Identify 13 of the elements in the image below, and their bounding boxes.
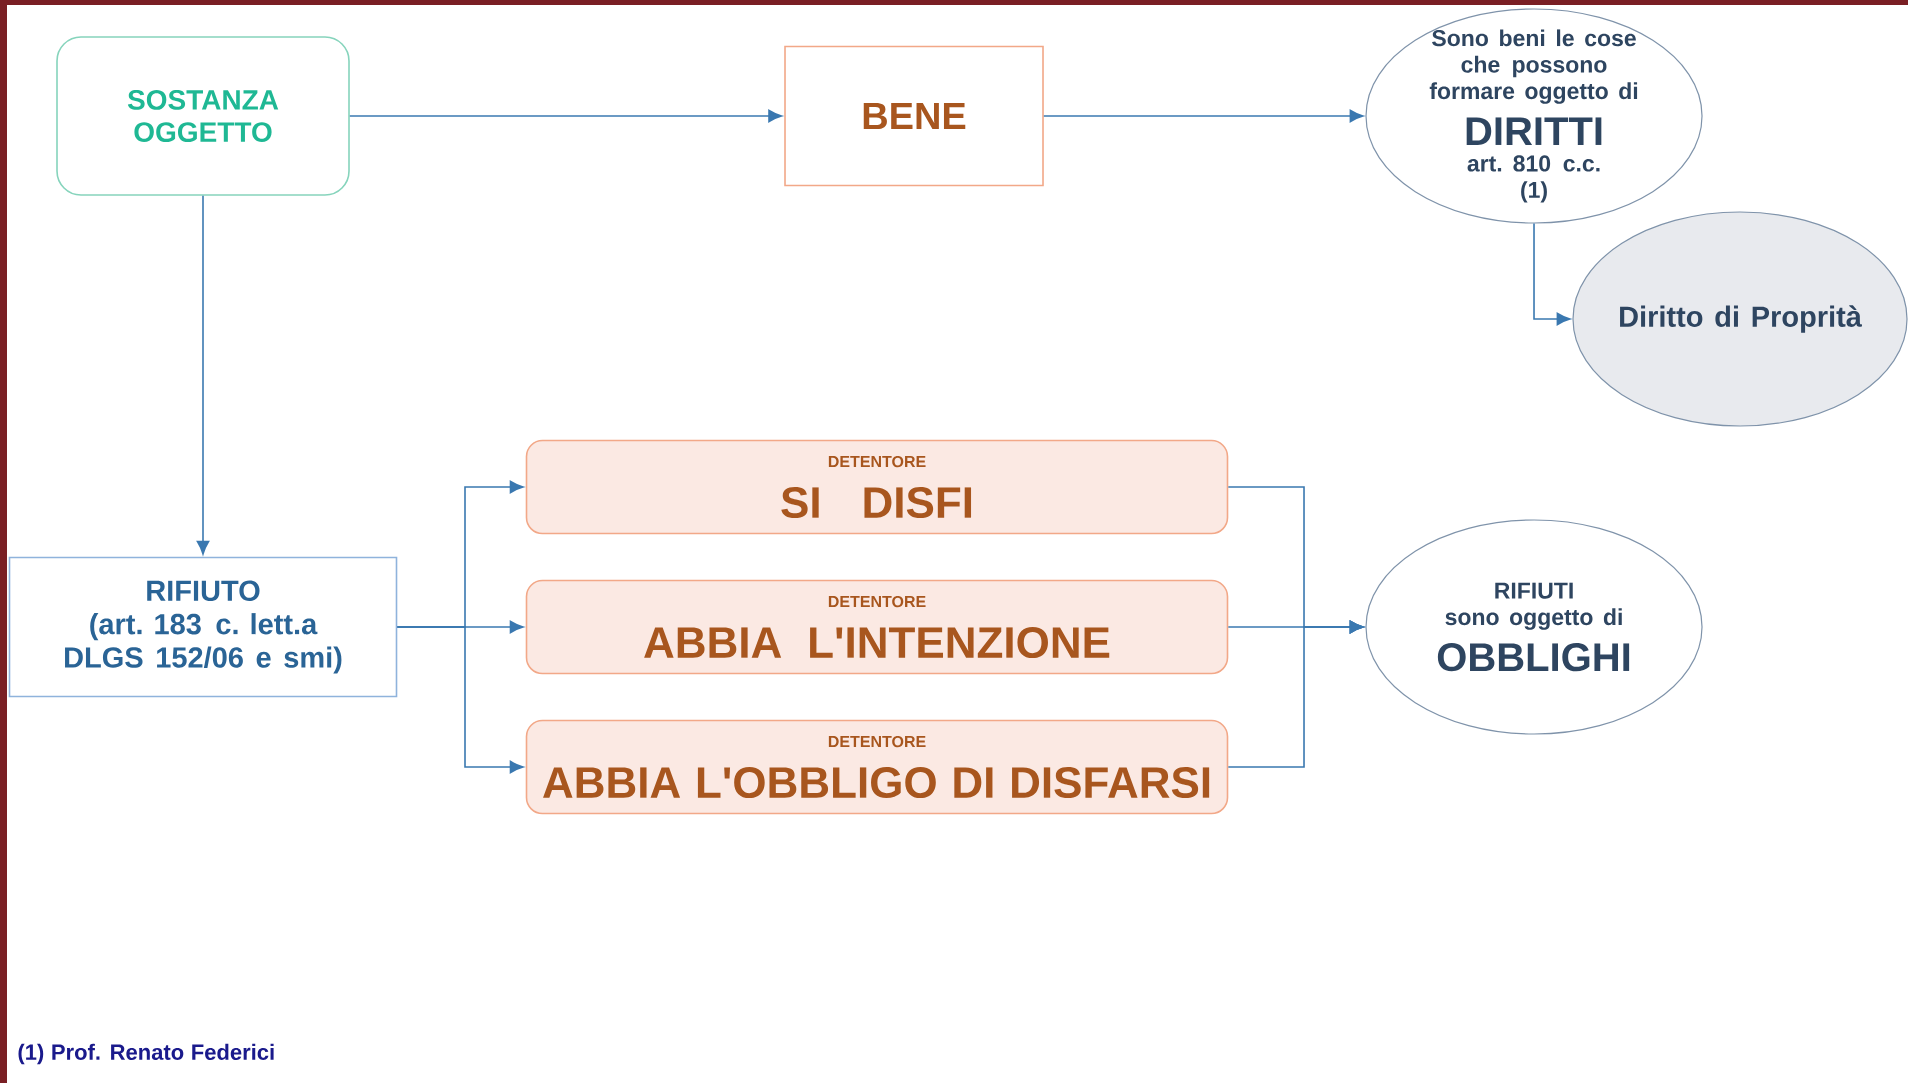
- condition-box: DETENTORE ABBIA L'OBBLIGO DI DISFARSI: [525, 719, 1229, 815]
- arrow: [396, 626, 524, 774]
- rounded-box: SOSTANZA OGGETTO: [56, 36, 350, 196]
- arrow: [196, 195, 210, 555]
- concept-box: BENE: [784, 45, 1044, 187]
- footnote: (1) Prof. Renato Federici: [18, 1043, 274, 1065]
- arrow: [349, 109, 783, 123]
- arrow: [1533, 222, 1571, 326]
- definition-box: RIFIUTO (art. 183 c. lett.a DLGS 152/06 e smi): [8, 556, 398, 698]
- arrow: [1043, 109, 1364, 123]
- arrow: [1227, 620, 1364, 768]
- condition-box: DETENTORE SI DISFI: [525, 439, 1229, 535]
- condition-box: DETENTORE ABBIA L'INTENZIONE: [525, 579, 1229, 675]
